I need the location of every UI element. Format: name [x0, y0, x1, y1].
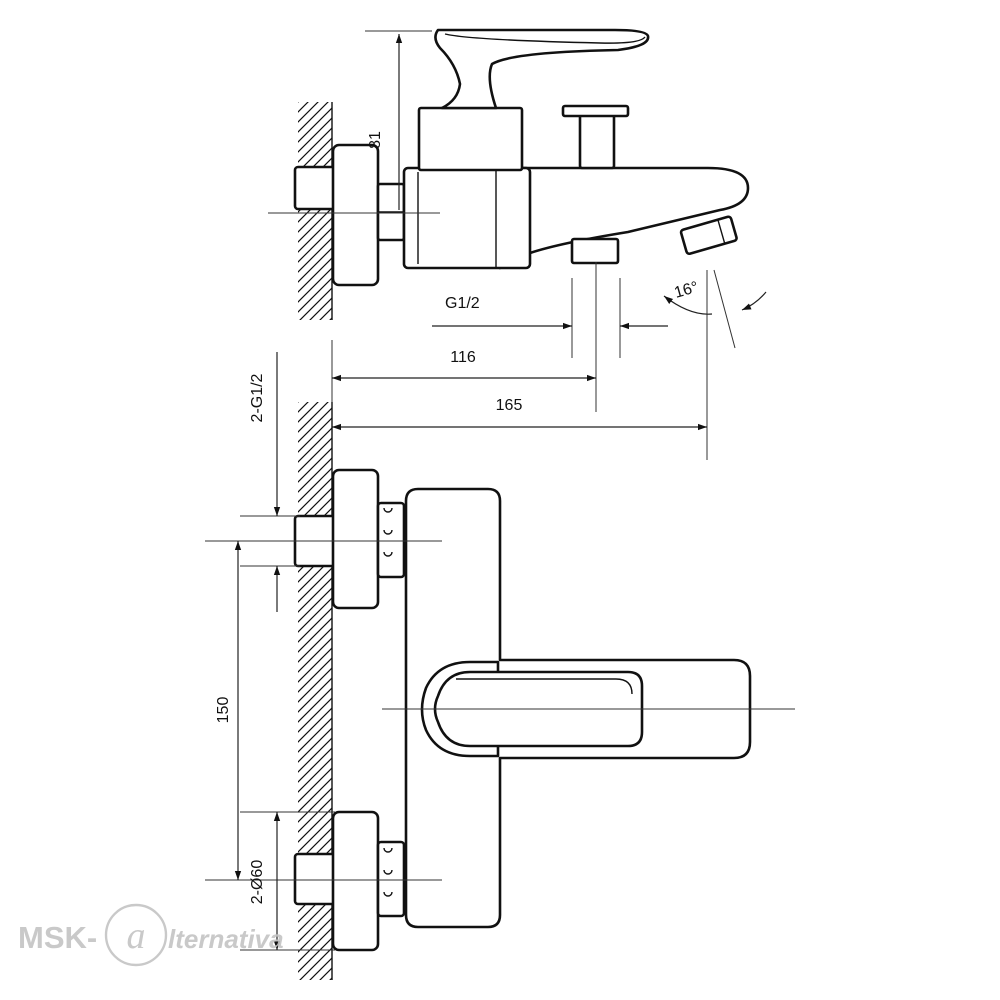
hex-connector-lower-facets: [383, 847, 393, 897]
watermark-brand: MSK-: [18, 920, 97, 955]
mixer-body-side: [402, 166, 532, 270]
wall-flange-side: [331, 143, 380, 287]
watermark-tail: lternativa: [168, 924, 284, 954]
spout-tilt-axis: [713, 269, 736, 349]
angle-arc-right: [741, 291, 767, 311]
wall-hatch-top: [298, 102, 332, 320]
diverter-knob-bottom: [570, 237, 620, 265]
hex-connector-upper-facets: [383, 507, 393, 557]
spout-side: [498, 166, 750, 270]
diverter-stem: [578, 110, 616, 170]
lever-front-highlight: [456, 678, 633, 695]
watermark-at-sign: a: [127, 915, 146, 957]
inlet-nipple-side: [293, 165, 339, 211]
hex-connector-lower: [376, 840, 406, 918]
inlet-nipple-lower: [293, 852, 339, 906]
dim-label-inlet-thread: 2-G1/2: [249, 373, 266, 422]
dim-label-flange-diameter: 2-Ø60: [249, 860, 266, 905]
dim-label-165: 165: [496, 397, 523, 414]
dim-label-spout-thread: G1/2: [445, 295, 480, 312]
watermark: MSK- a lternativa: [18, 903, 284, 967]
wall-flange-upper: [331, 468, 380, 610]
hex-connector-upper: [376, 501, 406, 579]
cartridge-housing-side: [417, 106, 524, 172]
angle-arc-left: [663, 295, 713, 315]
lever-handle-side: [434, 28, 650, 110]
side-view: 81 G1/2 116 165 16°: [268, 28, 767, 460]
wall-flange-lower: [331, 810, 380, 952]
dim-label-81: 81: [367, 131, 384, 149]
dim-label-150: 150: [215, 697, 232, 724]
dim-label-116: 116: [450, 349, 476, 366]
watermark-ring: [104, 903, 168, 967]
diverter-cap: [561, 104, 630, 118]
aerator-side: [679, 215, 738, 256]
lever-handle-edge: [444, 33, 646, 44]
angle-label-16: 16°: [672, 279, 700, 302]
front-view: 2-G1/2 150 2-Ø60: [205, 352, 795, 980]
